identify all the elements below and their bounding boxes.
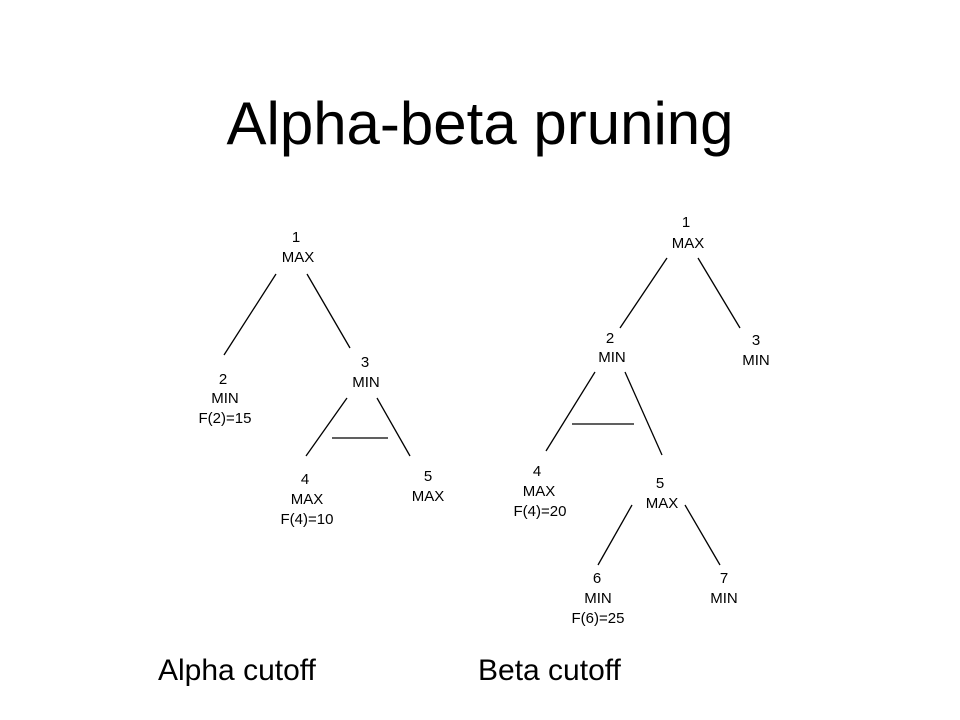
alpha-node-5-type: MAX	[412, 488, 445, 505]
alpha-node-2-number: 2	[219, 371, 227, 388]
beta-node-7: 7 MIN	[710, 570, 738, 607]
beta-node-5: 5 MAX	[646, 475, 679, 512]
alpha-cutoff-tree: 1 MAX 2 MIN F(2)=15 3 MIN 4 MAX F(4)=10 …	[199, 229, 445, 528]
alpha-node-1-type: MAX	[282, 249, 315, 266]
alpha-node-4-type: MAX	[291, 491, 324, 508]
beta-node-1: 1 MAX	[672, 214, 705, 252]
alpha-node-4-value: F(4)=10	[281, 511, 334, 528]
beta-node-7-number: 7	[720, 570, 728, 587]
beta-node-6-type: MIN	[584, 590, 612, 607]
alpha-node-1-number: 1	[292, 229, 300, 246]
beta-node-1-type: MAX	[672, 235, 705, 252]
beta-edge-2-4	[545, 371, 596, 452]
beta-node-7-type: MIN	[710, 590, 738, 607]
beta-edge-5-6	[597, 504, 633, 566]
beta-node-6-number: 6	[593, 570, 601, 587]
beta-node-4: 4 MAX F(4)=20	[514, 463, 567, 520]
alpha-edge-1-2	[223, 273, 277, 356]
beta-cutoff-tree: 1 MAX 2 MIN 3 MIN 4 MAX F(4)=20 5 MAX 6 …	[514, 214, 770, 627]
beta-node-2-number: 2	[606, 330, 614, 347]
beta-node-1-number: 1	[682, 214, 690, 231]
beta-edge-1-3	[697, 257, 741, 329]
alpha-node-3-type: MIN	[352, 374, 380, 391]
beta-node-2-type: MIN	[598, 349, 626, 366]
beta-node-4-value: F(4)=20	[514, 503, 567, 520]
beta-node-3: 3 MIN	[742, 332, 770, 369]
alpha-node-1: 1 MAX	[282, 229, 315, 266]
alpha-node-2-value: F(2)=15	[199, 410, 252, 427]
beta-node-6: 6 MIN F(6)=25	[572, 570, 625, 627]
beta-edge-5-7	[684, 504, 721, 566]
beta-edges	[545, 257, 741, 566]
beta-node-6-value: F(6)=25	[572, 610, 625, 627]
alpha-node-5: 5 MAX	[412, 468, 445, 505]
beta-node-5-number: 5	[656, 475, 664, 492]
beta-edge-2-5	[624, 371, 663, 456]
beta-cutoff-caption: Beta cutoff	[478, 654, 621, 687]
beta-node-5-type: MAX	[646, 495, 679, 512]
alpha-node-2-type: MIN	[211, 390, 239, 407]
alpha-edge-1-3	[306, 273, 351, 349]
beta-node-3-type: MIN	[742, 352, 770, 369]
alpha-node-3-number: 3	[361, 354, 369, 371]
slide-title: Alpha-beta pruning	[226, 90, 734, 157]
beta-node-2: 2 MIN	[598, 330, 626, 366]
alpha-edges	[223, 273, 411, 457]
beta-node-4-number: 4	[533, 463, 541, 480]
beta-node-4-type: MAX	[523, 483, 556, 500]
alpha-node-4: 4 MAX F(4)=10	[281, 471, 334, 528]
alpha-edge-3-4	[305, 397, 348, 457]
alpha-node-5-number: 5	[424, 468, 432, 485]
beta-node-3-number: 3	[752, 332, 760, 349]
beta-edge-1-2	[619, 257, 668, 329]
alpha-node-4-number: 4	[301, 471, 309, 488]
alpha-cutoff-caption: Alpha cutoff	[158, 654, 316, 687]
alpha-node-3: 3 MIN	[352, 354, 380, 391]
alpha-edge-3-5	[376, 397, 411, 457]
alpha-node-2: 2 MIN F(2)=15	[199, 371, 252, 427]
